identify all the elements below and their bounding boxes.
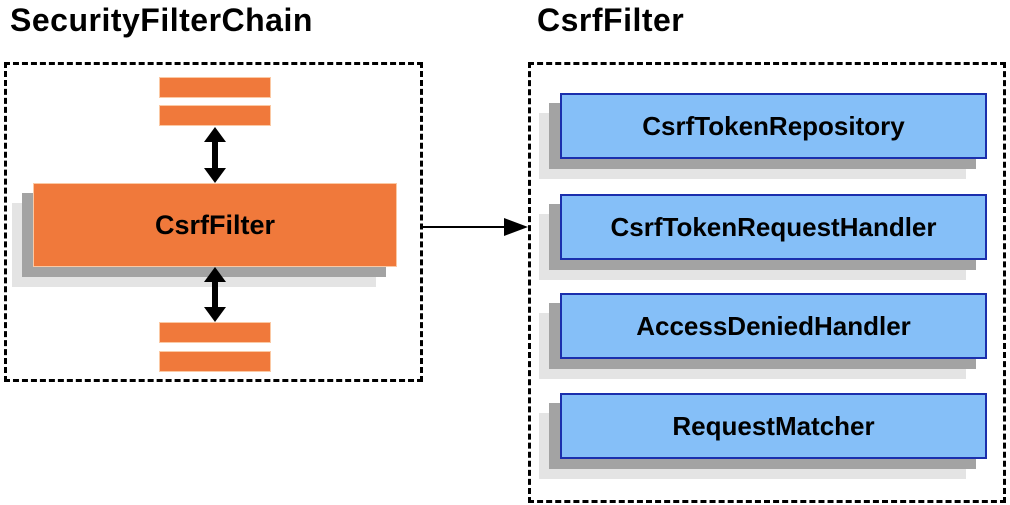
component-box-label: CsrfTokenRepository <box>642 110 905 141</box>
component-box: AccessDeniedHandler <box>560 293 987 359</box>
component-box-label: CsrfTokenRequestHandler <box>610 211 937 242</box>
csrf-filter-box: CsrfFilter <box>33 183 397 267</box>
security-filter-chain-title: SecurityFilterChain <box>10 2 313 38</box>
bidirectional-arrow-icon <box>204 127 226 183</box>
component-box-label: RequestMatcher <box>672 410 875 441</box>
csrf-filter-title: CsrfFilter <box>537 2 685 38</box>
filter-placeholder-bar <box>159 77 271 98</box>
csrf-filter-panel: CsrfTokenRepository CsrfTokenRequestHand… <box>528 62 1006 503</box>
csrf-filter-box-label: CsrfFilter <box>154 209 276 240</box>
component-box: CsrfTokenRequestHandler <box>560 194 987 260</box>
bidirectional-arrow-icon <box>204 267 226 322</box>
filter-placeholder-bar <box>159 322 271 343</box>
component-box-label: AccessDeniedHandler <box>636 310 911 341</box>
filter-placeholder-bar <box>159 351 271 372</box>
component-box: CsrfTokenRepository <box>560 93 987 159</box>
flow-arrow-icon <box>422 218 528 236</box>
component-box: RequestMatcher <box>560 393 987 459</box>
filter-placeholder-bar <box>159 105 271 126</box>
security-filter-chain-panel: CsrfFilter <box>4 62 423 382</box>
